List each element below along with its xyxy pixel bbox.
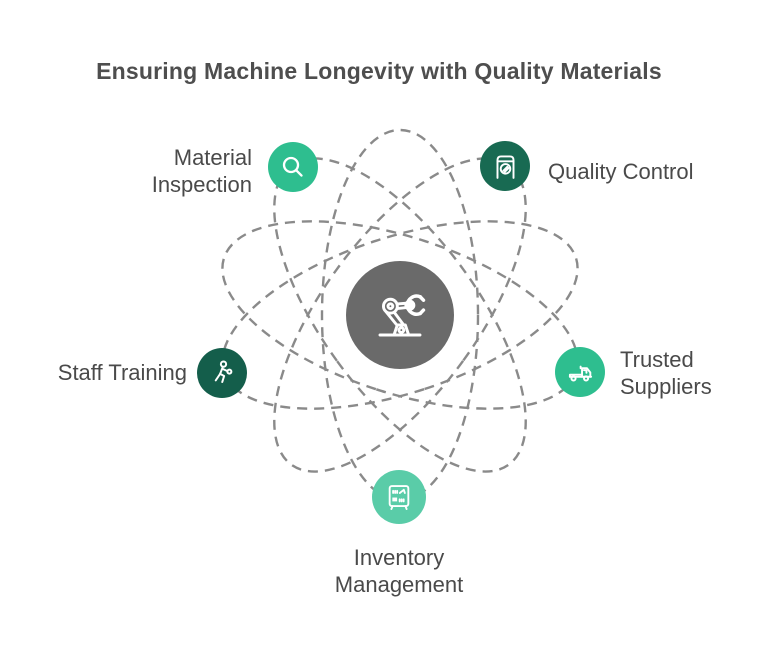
node-material-inspection [268,142,318,192]
center-hub [346,261,454,369]
node-trusted-suppliers [555,347,605,397]
storage-shelf-icon [388,485,410,510]
inventory-management-label: Inventory Management [334,545,464,597]
material-inspection-label: Material Inspection [151,145,252,197]
node-staff-training [197,348,247,398]
node-quality-control [480,141,530,191]
robot-arm-icon [378,294,426,337]
node-inventory-management [372,470,426,524]
quality-gate-icon [496,154,514,179]
quality-control-label: Quality Control [548,159,694,184]
staff-training-label: Staff Training [57,360,187,385]
trusted-suppliers-label: Trusted Suppliers [620,347,712,399]
page-title: Ensuring Machine Longevity with Quality … [96,58,662,84]
delivery-truck-icon [568,365,592,381]
person-training-icon [214,360,233,383]
search-icon [282,156,303,177]
